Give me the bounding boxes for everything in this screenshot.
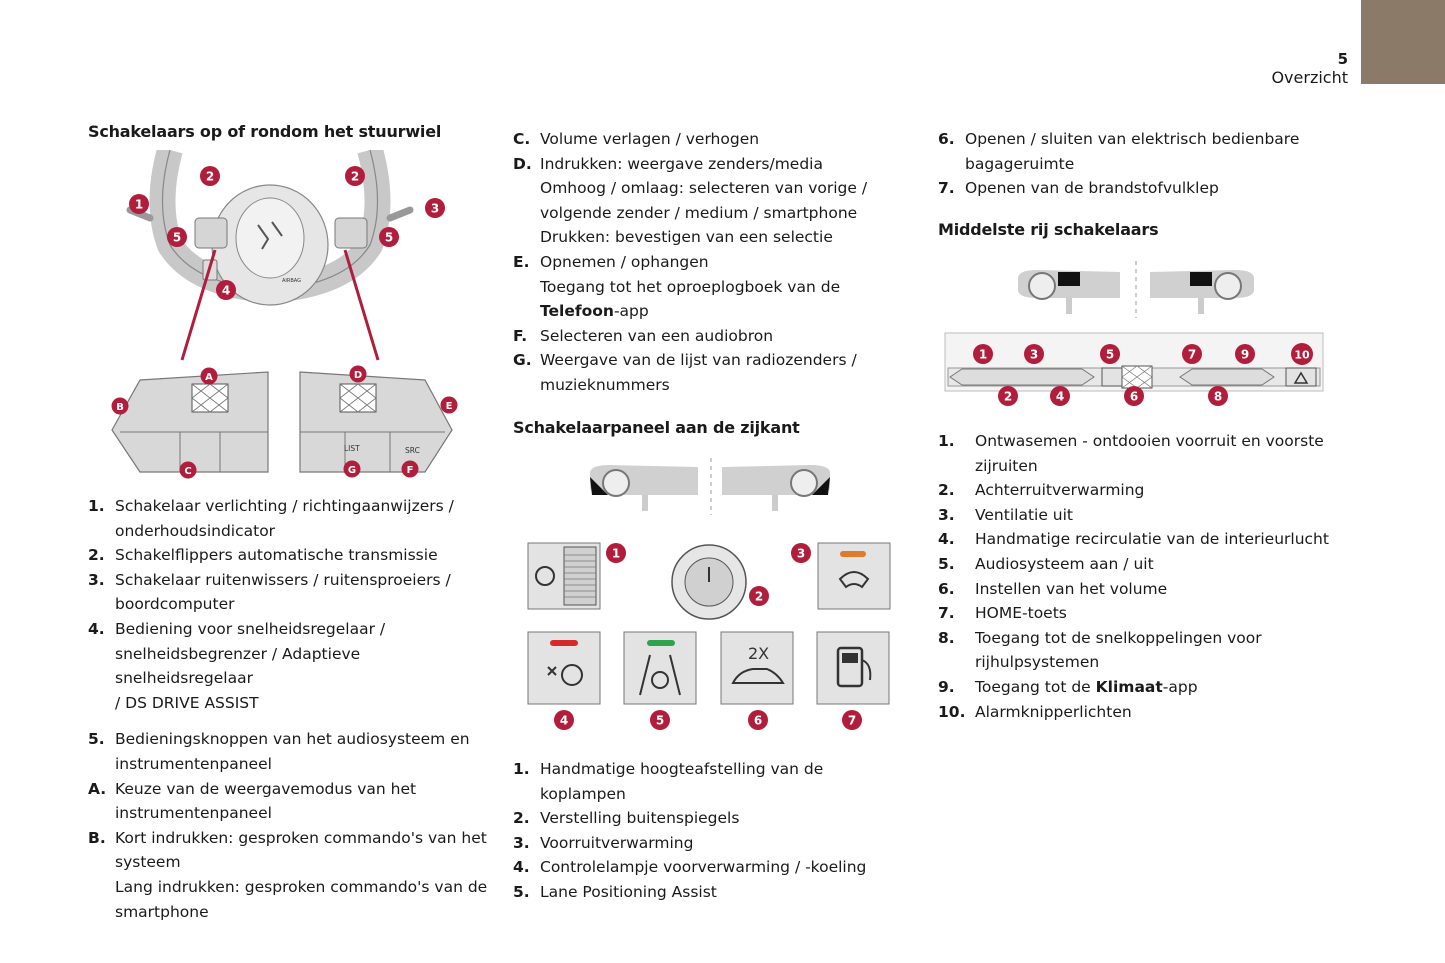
list-item: 7.Openen van de brandstofvulklep: [938, 179, 1219, 198]
svg-text:6: 6: [1130, 390, 1138, 404]
list-label: LIST: [344, 444, 360, 453]
center-row-figure: 1 2 3 4 5 6 7 8 9 10: [940, 258, 1330, 413]
center-row-badges: 1 2 3 4 5 6 7 8 9 10: [973, 343, 1313, 406]
svg-text:7: 7: [1188, 348, 1196, 362]
list-item: 9.Toegang tot de Klimaat-app: [938, 677, 1198, 696]
col2-list-bottom: 1.Handmatige hoogteafstelling van de kop…: [513, 757, 913, 905]
times-label: 2X: [748, 644, 769, 663]
airbag-label: AIRBAG: [282, 278, 301, 284]
list-item: 2.Schakelflippers automatische transmiss…: [88, 546, 438, 565]
heading-center-row: Middelste rij schakelaars: [938, 220, 1159, 239]
list-item: 2.Achterruitverwarming: [938, 481, 1145, 500]
list-item: 5.Bedieningsknoppen van het audiosysteem…: [88, 730, 470, 773]
list-item: 1.Ontwasemen - ontdooien voorruit en voo…: [938, 432, 1324, 475]
svg-text:4: 4: [222, 284, 230, 298]
list-item: 10.Alarmknipperlichten: [938, 702, 1132, 721]
svg-text:9: 9: [1241, 348, 1249, 362]
list-item: 6.Instellen van het volume: [938, 579, 1168, 598]
src-label: SRC: [405, 446, 420, 455]
svg-text:1: 1: [135, 198, 143, 212]
list-item: 1.Schakelaar verlichting / richtingaanwi…: [88, 497, 454, 540]
list-item: 7.HOME-toets: [938, 604, 1067, 623]
svg-text:2: 2: [755, 590, 763, 604]
page-number: 5: [1337, 50, 1348, 68]
svg-text:2: 2: [1004, 390, 1012, 404]
list-item: 1.Handmatige hoogteafstelling van de kop…: [513, 760, 824, 803]
col2-list-top: C.Volume verlagen / verhogen D.Indrukken…: [513, 127, 913, 398]
svg-text:8: 8: [1214, 390, 1222, 404]
svg-text:5: 5: [173, 231, 181, 245]
list-item: 3.Schakelaar ruitenwissers / ruitensproe…: [88, 570, 451, 614]
svg-text:7: 7: [848, 714, 856, 728]
svg-text:3: 3: [431, 202, 439, 216]
section-title: Overzicht: [1271, 68, 1348, 87]
svg-text:1: 1: [979, 348, 987, 362]
svg-text:2: 2: [351, 170, 359, 184]
col3-list-bottom: 1.Ontwasemen - ontdooien voorruit en voo…: [938, 429, 1338, 724]
col3-list-top: 6.Openen / sluiten van elektrisch bedien…: [938, 127, 1338, 201]
svg-text:E: E: [446, 401, 453, 412]
svg-text:5: 5: [1106, 348, 1114, 362]
svg-text:3: 3: [797, 547, 805, 561]
wheel-badges: 1 2 2 3 4 5 5 A B C D E F G: [111, 166, 458, 479]
list-item: F.Selecteren van een audiobron: [513, 326, 774, 345]
list-item: C.Volume verlagen / verhogen: [513, 130, 760, 148]
list-item: B.Kort indrukken: gesproken commando's v…: [88, 828, 488, 921]
steering-wheel-figure: AIRBAG LIST SRC 1 2 2 3 4 5 5 A B C: [100, 150, 470, 480]
heading-side-panel: Schakelaarpaneel aan de zijkant: [513, 418, 800, 437]
list-item: 4.Handmatige recirculatie van de interie…: [938, 530, 1329, 549]
svg-text:4: 4: [560, 714, 568, 728]
side-panel-badges: 1 2 3 4 5 6 7: [554, 543, 862, 730]
list-item: 5.Lane Positioning Assist: [513, 882, 717, 901]
svg-text:5: 5: [656, 714, 664, 728]
svg-text:C: C: [184, 466, 191, 477]
svg-text:1: 1: [612, 547, 620, 561]
list-item: 3.Ventilatie uit: [938, 505, 1074, 524]
svg-text:F: F: [407, 465, 414, 476]
list-item: 4.Controlelampje voorverwarming / -koeli…: [513, 858, 867, 877]
page-tab: [1361, 0, 1445, 84]
list-item: 6.Openen / sluiten van elektrisch bedien…: [938, 130, 1300, 173]
svg-text:3: 3: [1030, 348, 1038, 362]
svg-text:5: 5: [385, 231, 393, 245]
svg-text:G: G: [348, 465, 356, 476]
svg-text:4: 4: [1056, 390, 1064, 404]
svg-text:2: 2: [206, 170, 214, 184]
svg-text:10: 10: [1294, 349, 1310, 362]
list-item: 3.Voorruitverwarming: [513, 833, 694, 852]
heading-steering-switches: Schakelaars op of rondom het stuurwiel: [88, 122, 442, 141]
list-item: 5.Audiosysteem aan / uit: [938, 554, 1154, 573]
svg-text:D: D: [354, 370, 362, 381]
svg-text:B: B: [116, 402, 124, 413]
svg-text:A: A: [205, 372, 213, 383]
list-item: 2.Verstelling buitenspiegels: [513, 809, 740, 828]
list-item: 4.Bediening voor snelheidsregelaar /snel…: [88, 619, 386, 712]
col1-list: 1.Schakelaar verlichting / richtingaanwi…: [88, 494, 488, 924]
svg-text:6: 6: [754, 714, 762, 728]
side-panel-figure: 2X 1 2 3 4 5 6 7: [520, 455, 900, 740]
list-item: G.Weergave van de lijst van radiozenders…: [513, 351, 857, 394]
